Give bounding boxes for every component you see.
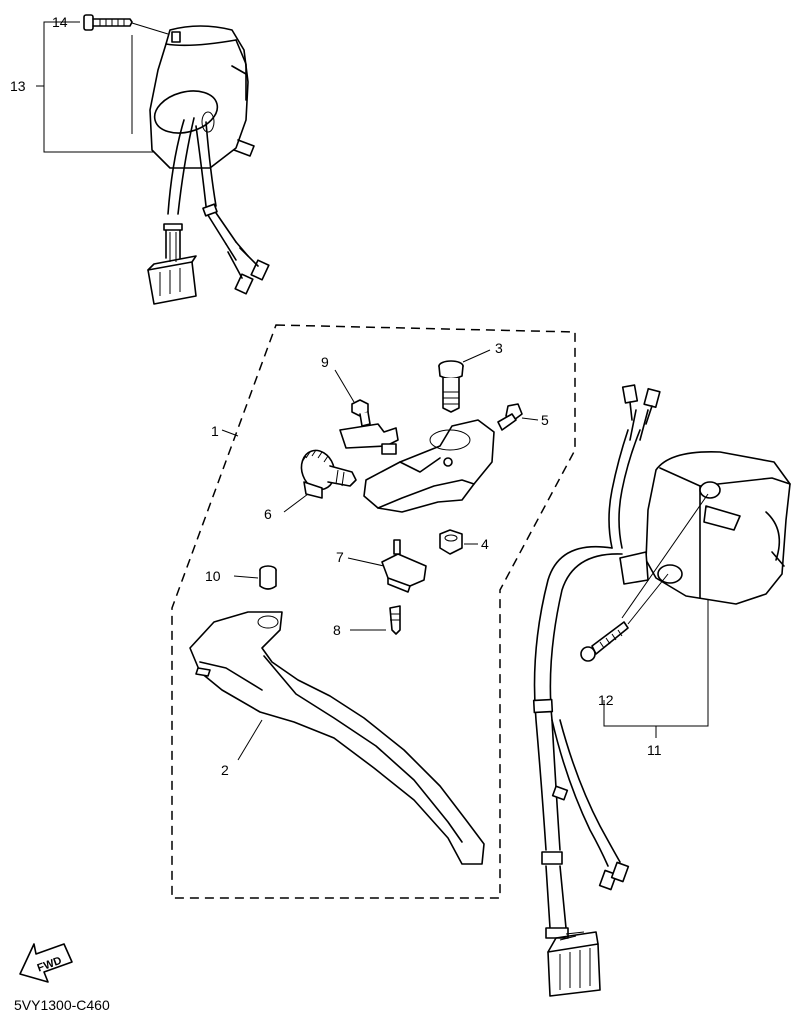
screw-9 (351, 399, 371, 427)
callout-11: 11 (647, 742, 662, 758)
screw-14 (83, 14, 133, 31)
clutch-lever-2 (189, 611, 485, 865)
clutch-switch-7 (381, 539, 427, 593)
callout-4: 4 (481, 536, 489, 552)
callout-3: 3 (495, 340, 503, 356)
screw-8 (389, 605, 401, 635)
assembly-boundary (171, 324, 576, 899)
left-handlebar-switch (36, 14, 270, 305)
callout-5: 5 (541, 412, 549, 428)
callout-14: 14 (52, 14, 68, 30)
callout-7: 7 (336, 549, 344, 565)
screw-12 (580, 621, 629, 662)
bolt-5 (497, 403, 523, 431)
right-handlebar-switch (532, 384, 791, 997)
callout-1: 1 (211, 423, 219, 439)
callout-10: 10 (205, 568, 221, 584)
callout-8: 8 (333, 622, 341, 638)
collar-10 (259, 565, 277, 590)
callout-2: 2 (221, 762, 229, 778)
diagram-code: 5VY1300-C460 (14, 997, 110, 1013)
callout-9: 9 (321, 354, 329, 370)
lever-assembly-1 (171, 324, 576, 899)
bolt-3 (438, 360, 464, 413)
nut-4 (439, 529, 463, 555)
adjuster-6 (300, 449, 357, 499)
callout-12: 12 (598, 692, 614, 708)
fwd-arrow-icon: FWD (19, 943, 73, 983)
callout-13: 13 (10, 78, 26, 94)
callout-6: 6 (264, 506, 272, 522)
